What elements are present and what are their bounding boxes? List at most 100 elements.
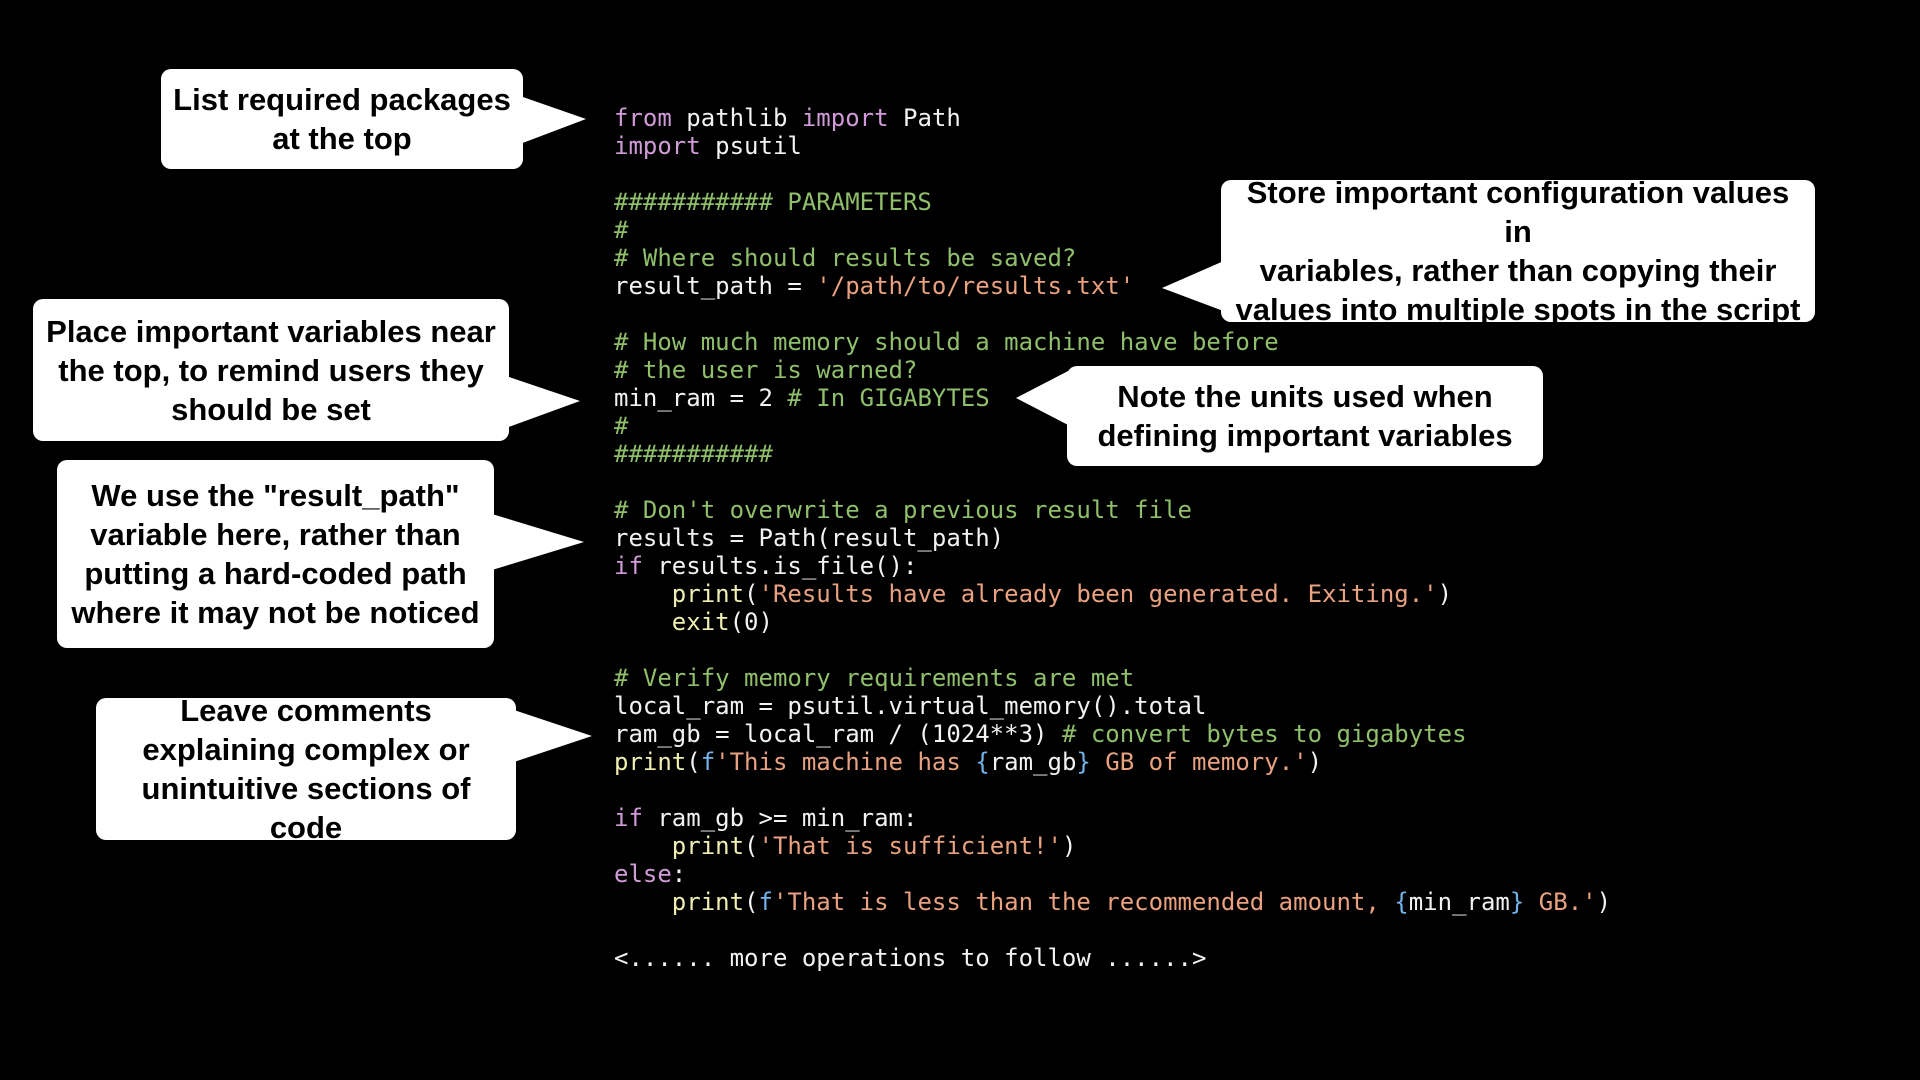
code-token: { xyxy=(975,748,990,776)
code-token: # convert bytes to gigabytes xyxy=(1061,720,1467,748)
code-token: result_path = xyxy=(614,272,817,300)
callout-units: Note the units used when defining import… xyxy=(1067,366,1543,466)
code-token: print xyxy=(614,748,687,776)
code-line: print('Results have already been generat… xyxy=(614,580,1611,608)
callout-line: Store important configuration values in xyxy=(1246,175,1790,249)
code-line: else: xyxy=(614,860,1611,888)
code-token: ########### PARAMETERS xyxy=(614,188,932,216)
callout-line: Leave comments xyxy=(180,693,432,728)
code-line: # How much memory should a machine have … xyxy=(614,328,1611,356)
code-token: } xyxy=(1076,748,1091,776)
code-line: ram_gb = local_ram / (1024**3) # convert… xyxy=(614,720,1611,748)
code-token: # xyxy=(614,216,629,244)
code-token: if xyxy=(614,804,643,832)
code-token: 'That is less than the recommended amoun… xyxy=(772,888,1395,916)
code-token: # the user is warned? xyxy=(614,356,918,384)
code-token: GB of memory.' xyxy=(1090,748,1308,776)
code-token: { xyxy=(1394,888,1409,916)
code-token: exit xyxy=(671,608,730,636)
code-token: print xyxy=(671,832,745,860)
code-token: # Verify memory requirements are met xyxy=(614,664,1135,692)
callout-line: variable here, rather than xyxy=(90,517,461,552)
callout-line: putting a hard-coded path xyxy=(84,556,467,591)
code-line: # xyxy=(614,216,1611,244)
callout-config: Store important configuration values in … xyxy=(1221,175,1815,327)
code-token: ( xyxy=(744,580,759,608)
code-token: ram_gb = local_ram / (1024**3) xyxy=(614,720,1062,748)
code-token: ) xyxy=(1437,580,1453,608)
code-token: f xyxy=(700,748,716,776)
code-token: print xyxy=(671,580,745,608)
pointer-result-path xyxy=(492,514,584,570)
pointer-config xyxy=(1162,260,1226,312)
code-token: <...... more operations to follow ......… xyxy=(614,944,1207,972)
code-line: if results.is_file(): xyxy=(614,552,1611,580)
code-token: # xyxy=(614,412,629,440)
code-line: if ram_gb >= min_ram: xyxy=(614,804,1611,832)
code-token: } xyxy=(1509,888,1525,916)
code-token: from xyxy=(614,104,672,132)
callout-line: We use the "result_path" xyxy=(91,478,460,513)
callout-line: variables, rather than copying their xyxy=(1259,253,1777,288)
callout-comments: Leave comments explaining complex or uni… xyxy=(96,693,516,845)
code-token: (0) xyxy=(729,608,773,636)
code-token: ram_gb xyxy=(989,748,1077,776)
pointer-comments xyxy=(514,710,592,762)
callout-line: Place important variables near xyxy=(46,313,496,349)
code-token: else xyxy=(614,860,672,888)
code-line: min_ram = 2 # In GIGABYTES xyxy=(614,384,1611,412)
code-token: psutil xyxy=(700,132,802,160)
code-line: ########### PARAMETERS xyxy=(614,188,1611,216)
code-token: ) xyxy=(1061,832,1077,860)
code-token: if xyxy=(614,552,643,580)
pointer-packages xyxy=(520,96,586,144)
code-line: print(f'That is less than the recommende… xyxy=(614,888,1611,916)
code-line: local_ram = psutil.virtual_memory().tota… xyxy=(614,692,1611,720)
code-line: results = Path(result_path) xyxy=(614,524,1611,552)
code-token: 2 xyxy=(758,384,773,412)
code-token: results.is_file(): xyxy=(642,552,918,580)
code-line: exit(0) xyxy=(614,608,1611,636)
callout-packages: List required packages at the top xyxy=(161,69,523,169)
callout-line: Note the units used when xyxy=(1117,379,1493,414)
code-token: 'Results have already been generated. Ex… xyxy=(758,580,1438,608)
code-token: ########### xyxy=(614,440,773,468)
code-token: : xyxy=(671,860,687,888)
pointer-variables-top xyxy=(506,376,580,428)
callout-line: at the top xyxy=(272,121,412,156)
code-token: ) xyxy=(1596,888,1612,916)
pointer-units xyxy=(1016,370,1070,426)
code-token: ( xyxy=(686,748,701,776)
code-token: # Don't overwrite a previous result file xyxy=(614,496,1192,524)
code-line: import psutil xyxy=(614,132,1611,160)
code-token: # How much memory should a machine have … xyxy=(614,328,1279,356)
code-token: f xyxy=(758,888,773,916)
code-token: import xyxy=(614,132,701,160)
code-token: local_ram = psutil.virtual_memory().tota… xyxy=(614,692,1207,720)
code-line: print(f'This machine has {ram_gb} GB of … xyxy=(614,748,1611,776)
callout-line: explaining complex or xyxy=(142,732,470,767)
code-token: ( xyxy=(744,832,759,860)
code-token: min_ram xyxy=(1408,888,1510,916)
code-token: results = Path(result_path) xyxy=(614,524,1005,552)
code-token: GB.' xyxy=(1524,888,1597,916)
code-token: import xyxy=(801,104,889,132)
code-token: '/path/to/results.txt' xyxy=(816,272,1135,300)
callout-line: should be set xyxy=(171,391,371,427)
callout-line: the top, to remind users they xyxy=(58,352,484,388)
code-token: print xyxy=(671,888,745,916)
callout-result-path: We use the "result_path" variable here, … xyxy=(57,460,494,648)
code-line: # Don't overwrite a previous result file xyxy=(614,496,1611,524)
code-token: # Where should results be saved? xyxy=(614,244,1077,272)
code-line: from pathlib import Path xyxy=(614,104,1611,132)
code-line: # the user is warned? xyxy=(614,356,1611,384)
code-line: ########### xyxy=(614,440,1611,468)
code-line: print('That is sufficient!') xyxy=(614,832,1611,860)
code-line: # Where should results be saved? xyxy=(614,244,1611,272)
code-token: pathlib xyxy=(671,104,802,132)
code-token: ) xyxy=(1307,748,1323,776)
code-token: ram_gb >= min_ram: xyxy=(642,804,918,832)
callout-line: values into multiple spots in the script xyxy=(1235,292,1801,327)
